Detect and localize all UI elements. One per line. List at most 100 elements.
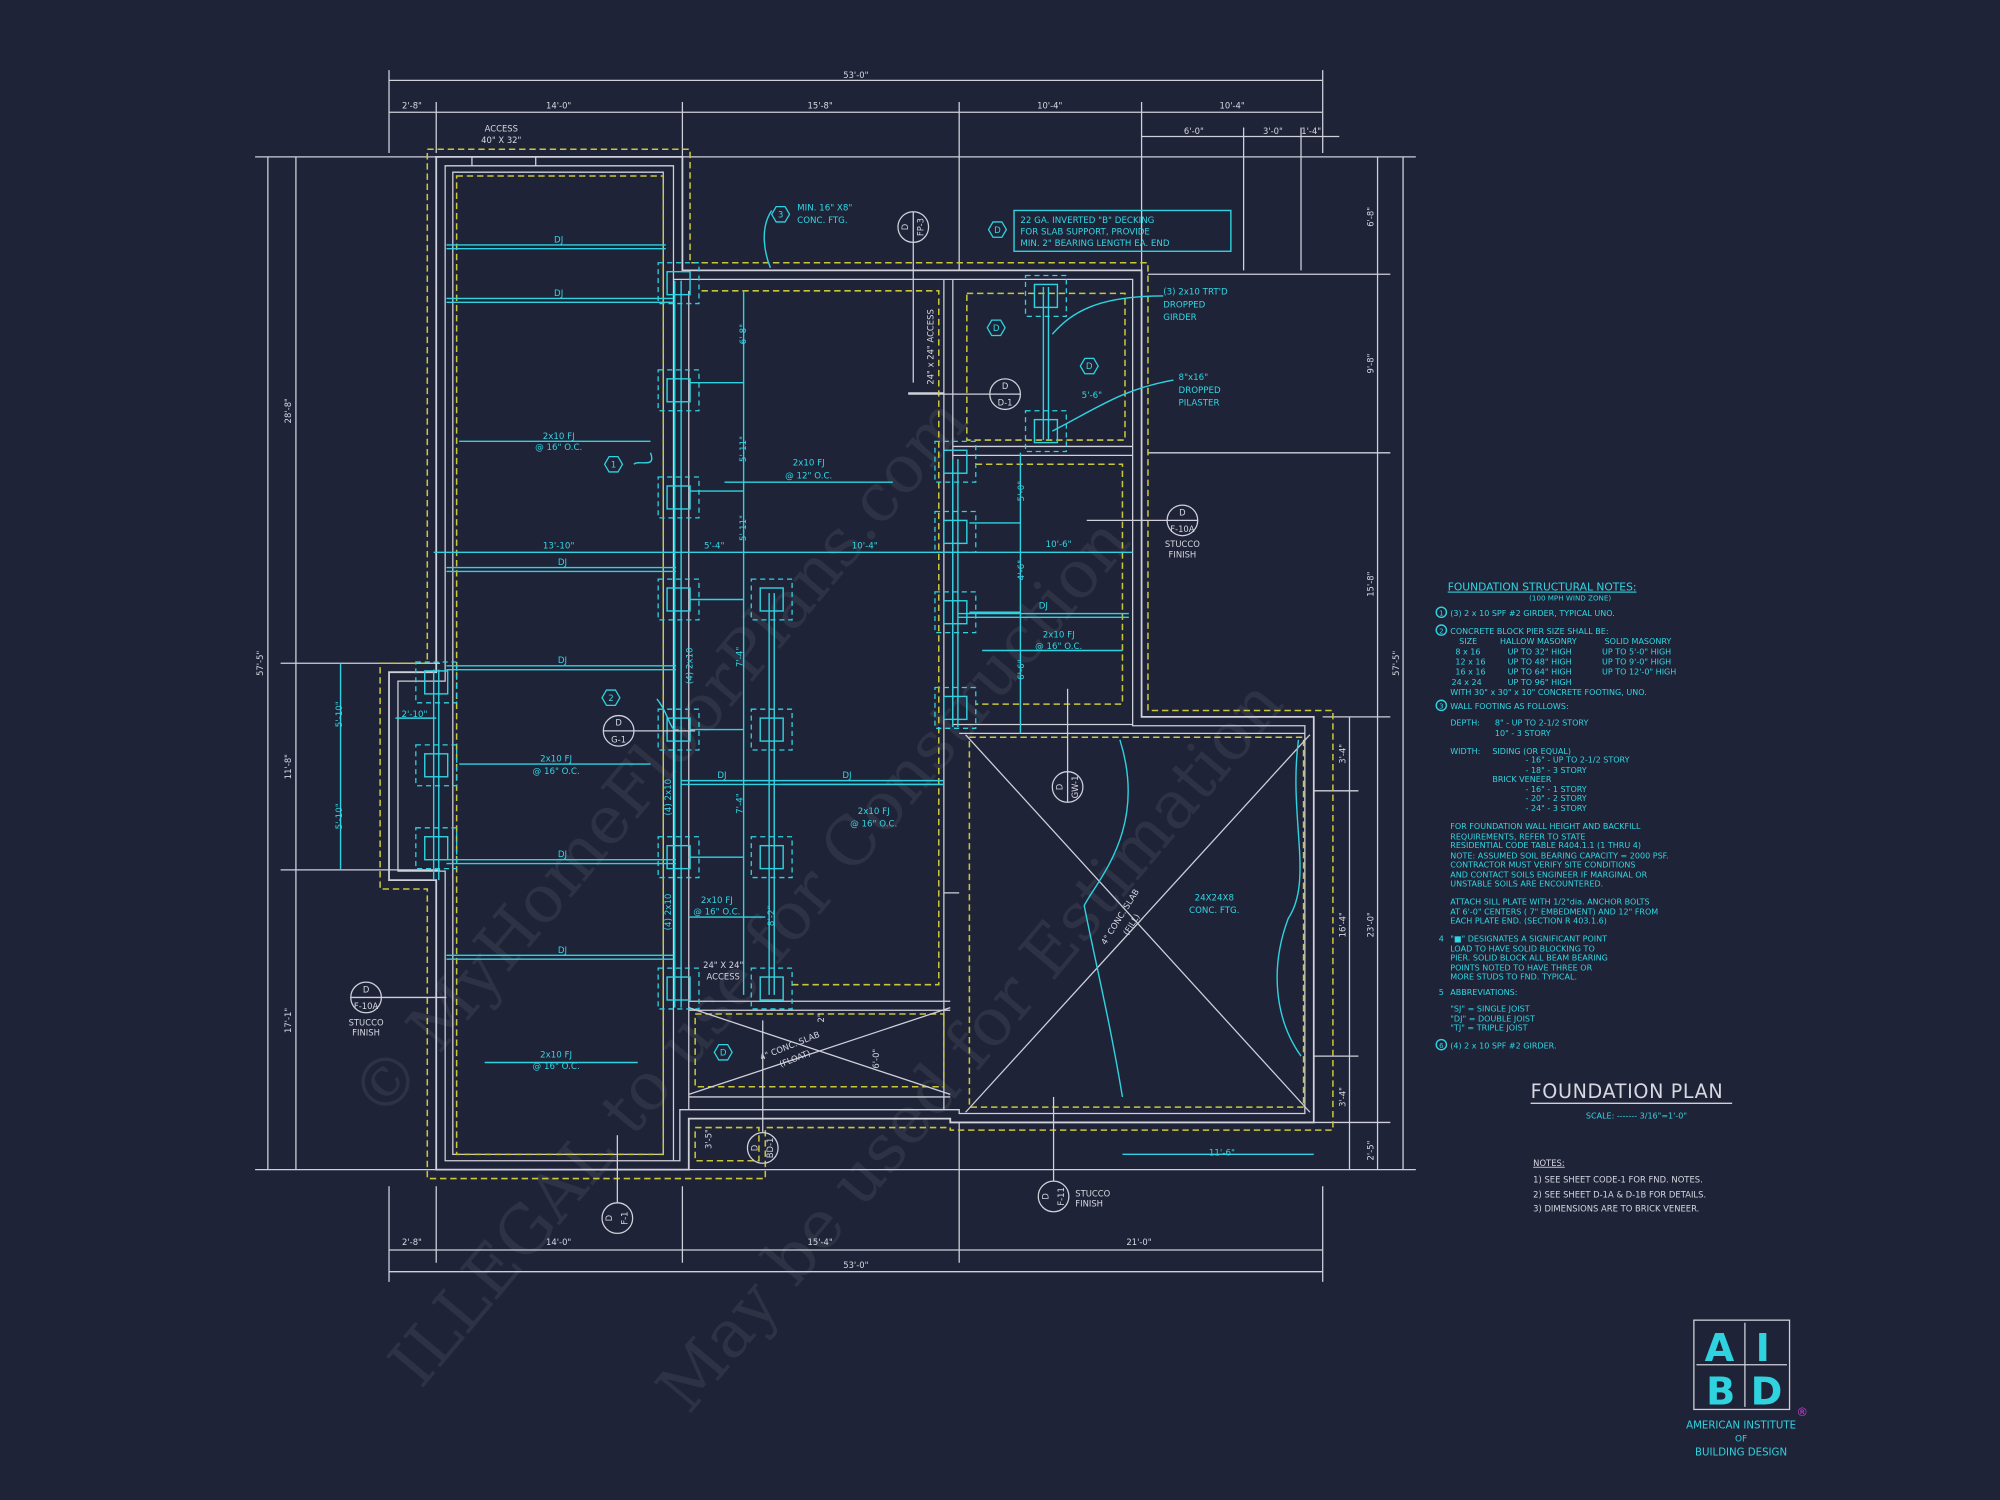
dj-label: DJ <box>554 289 563 299</box>
pier-block <box>666 378 691 403</box>
svg-text:D: D <box>1179 507 1185 517</box>
section-markers: D FP-3 D D-1 D F-10A STUCCO FINISH D G-1… <box>349 211 1201 1235</box>
dim-right-inner: 16'-4" <box>1338 912 1348 937</box>
section-marker-f1[interactable]: D F-1 <box>601 1135 634 1235</box>
pier-footing <box>934 686 977 729</box>
svg-text:D: D <box>900 224 910 230</box>
structural-notes: FOUNDATION STRUCTURAL NOTES: (100 MPH WI… <box>1435 581 1676 1050</box>
dim-top: 15'-8" <box>808 100 833 110</box>
note-text: REQUIREMENTS, REFER TO STATE <box>1450 832 1585 841</box>
right-dimensions: 6'-8" 9'-8" 15'-8" 23'-0" 2'-5" 57'-5" 3… <box>1147 156 1404 1170</box>
dim-label: 5'-11" <box>739 515 749 541</box>
note-text: - 18" - 3 STORY <box>1526 766 1587 775</box>
pier-footing <box>657 262 700 305</box>
section-marker-gw1[interactable]: D GW-1 <box>1051 688 1084 803</box>
table-header: HALLOW MASONRY <box>1500 637 1577 646</box>
table-cell: UP TO 48" HIGH <box>1508 658 1572 667</box>
svg-text:GW-1: GW-1 <box>1070 776 1080 799</box>
note-text: RESIDENTIAL CODE TABLE R404.1.1 (1 THRU … <box>1450 841 1641 850</box>
min-ftg-note: CONC. FTG. <box>797 216 847 226</box>
hex-markers: 3 1 2 D D D D <box>601 205 1099 1061</box>
note-text: AT 6'-0" CENTERS ( 7" EMBEDMENT) AND 12"… <box>1450 908 1658 917</box>
pier-block <box>759 844 784 870</box>
note-number: 1 <box>1439 608 1443 617</box>
pier-block <box>759 587 784 612</box>
section-marker-d1[interactable]: D D-1 <box>908 378 1022 411</box>
table-cell: UP TO 96" HIGH <box>1508 678 1572 687</box>
fj-spacing: @ 16" O.C. <box>850 820 897 830</box>
slab-x-marks <box>688 734 1311 1113</box>
pier-footing <box>750 836 793 879</box>
dim-right: 23'-0" <box>1366 912 1376 937</box>
dim-right-overall: 57'-5" <box>1391 651 1401 676</box>
svg-text:STUCCO: STUCCO <box>1075 1188 1110 1198</box>
pier-block <box>666 270 691 296</box>
svg-text:D: D <box>363 984 369 994</box>
table-header: SOLID MASONRY <box>1605 637 1672 646</box>
note-text: EACH PLATE END. (SECTION R 403.1.6) <box>1450 916 1607 925</box>
pier-block <box>424 753 449 778</box>
left-dimensions: 57'-5" 28'-8" 11'-8" 17'-1" <box>255 156 441 1170</box>
section-marker-g1[interactable]: D G-1 <box>602 714 696 747</box>
dim-bottom: 15'-4" <box>808 1237 833 1247</box>
dim-label: 4'-6" <box>1017 560 1027 581</box>
girder-label: (4) 2x10 <box>686 647 696 684</box>
note-text: WIDTH: <box>1450 747 1480 756</box>
notes-heading: NOTES: <box>1533 1158 1565 1168</box>
pier-footing <box>657 967 700 1010</box>
ftg-label: CONC. FTG. <box>1189 906 1239 916</box>
dim-left: 11'-8" <box>283 754 293 779</box>
table-footer: WITH 30" x 30" x 10" CONCRETE FOOTING, U… <box>1450 688 1646 697</box>
pier-footing <box>934 440 977 483</box>
svg-text:G-1: G-1 <box>611 734 626 744</box>
dim-right: 9'-8" <box>1366 353 1376 373</box>
note-number: 3 <box>1439 702 1443 711</box>
table-cell: 12 x 16 <box>1455 658 1485 667</box>
section-marker-f11[interactable]: D F-11 STUCCO FINISH <box>1037 1096 1111 1213</box>
section-marker-f10a-left[interactable]: D F-10A STUCCO FINISH <box>349 981 447 1038</box>
note-text: LOAD TO HAVE SOLID BLOCKING TO <box>1450 945 1595 954</box>
dim-bottom: 21'-0" <box>1126 1237 1151 1247</box>
note-text: UNSTABLE SOILS ARE ENCOUNTERED. <box>1450 879 1603 888</box>
note-text: CONCRETE BLOCK PIER SIZE SHALL BE: <box>1450 627 1608 636</box>
section-marker-f10a-right[interactable]: D F-10A STUCCO FINISH <box>1086 504 1201 559</box>
pilaster-note: DROPPED <box>1179 386 1221 396</box>
piers <box>415 262 1067 1010</box>
pier-footing <box>1024 410 1067 453</box>
dim-label: 5'-0" <box>1017 481 1027 502</box>
section-marker-fp3[interactable]: D FP-3 <box>897 211 930 383</box>
fj-label: 2x10 FJ <box>543 432 575 442</box>
dim-label: 10'-4" <box>852 541 878 551</box>
dj-label: DJ <box>558 946 567 956</box>
dim-left: 28'-8" <box>283 398 293 423</box>
hex-label: 1 <box>611 460 617 470</box>
dim-right: 2'-5" <box>1366 1140 1376 1160</box>
pier-footing <box>657 578 700 621</box>
hex-label: D <box>993 324 1000 334</box>
section-marker-bd1[interactable]: D BD-1 <box>746 1020 779 1164</box>
note-number: 6 <box>1439 1041 1444 1050</box>
svg-text:D: D <box>1040 1193 1050 1199</box>
girder-label: (4) 2x10 <box>664 894 674 931</box>
general-note: 2) SEE SHEET D-1A & D-1B FOR DETAILS. <box>1533 1190 1706 1200</box>
fj-spacing: @ 16" O.C. <box>533 1062 580 1072</box>
pier-footing <box>750 967 793 1010</box>
dim-right-inner: 3'-4" <box>1338 1087 1348 1107</box>
fj-spacing: @ 12" O.C. <box>785 471 832 481</box>
pier-footing <box>657 708 700 751</box>
dim-top-sub: 1'-4" <box>1301 126 1321 136</box>
dim-top: 10'-4" <box>1037 100 1062 110</box>
fj-spacing: @ 16" O.C. <box>535 443 582 453</box>
decking-note-box <box>1013 209 1232 252</box>
note-number-circle <box>1435 606 1448 619</box>
fj-label: 2x10 FJ <box>1043 631 1075 641</box>
dim-label: 5'-4" <box>704 541 725 551</box>
pier-footing <box>750 708 793 751</box>
fj-label: 2x10 FJ <box>540 1050 572 1060</box>
pier-block <box>943 449 968 474</box>
dim-right: 15'-8" <box>1366 571 1376 596</box>
note-number: 4 <box>1439 934 1444 943</box>
general-note: 3) DIMENSIONS ARE TO BRICK VENEER. <box>1533 1204 1699 1214</box>
dj-label: DJ <box>717 771 726 781</box>
